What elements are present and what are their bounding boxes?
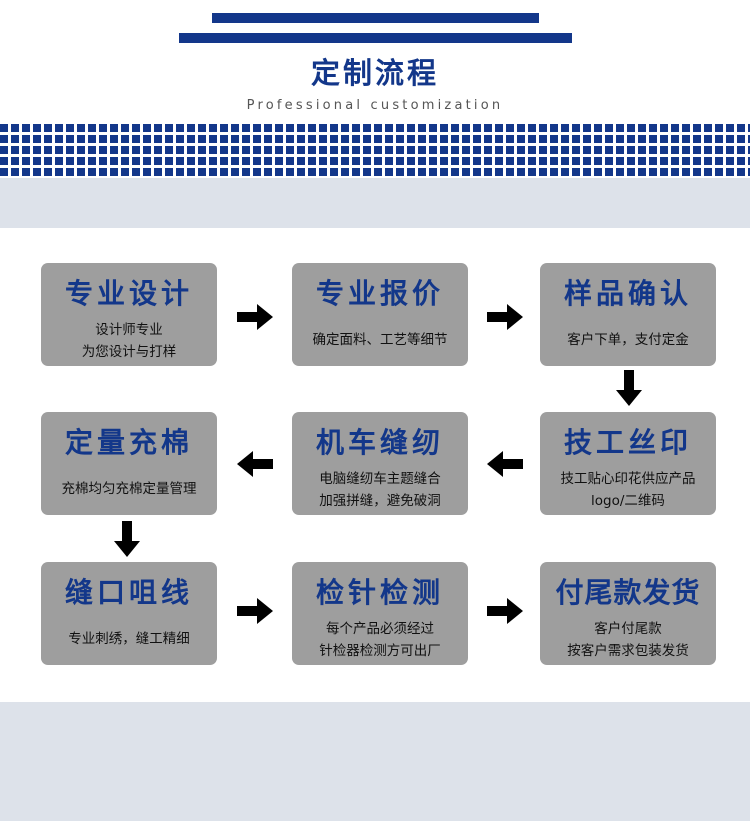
step-title: 专业报价 (315, 277, 444, 310)
step-card-filling: 定量充棉 充棉均匀充棉定量管理 (41, 412, 217, 515)
step-description: 每个产品必须经过 针检器检测方可出厂 (319, 621, 441, 659)
arrow-right-icon (237, 598, 273, 624)
step-description: 设计师专业 为您设计与打样 (81, 322, 177, 360)
step-card-shipping: 付尾款发货 客户付尾款 按客户需求包装发货 (540, 562, 716, 665)
arrow-left-icon (487, 451, 523, 477)
step-card-quote: 专业报价 确定面料、工艺等细节 (292, 263, 468, 366)
arrow-left-icon (237, 451, 273, 477)
step-title: 专业设计 (64, 277, 193, 310)
page-title: 定制流程 (310, 56, 439, 90)
step-title: 检针检测 (315, 576, 444, 609)
decorative-bar-top (212, 13, 539, 23)
step-description: 专业刺绣，缝工精细 (68, 631, 190, 647)
arrow-right-icon (237, 304, 273, 330)
step-card-sewing: 机车缝纫 电脑缝纫车主题缝合 加强拼缝，避免破洞 (292, 412, 468, 515)
top-band (0, 178, 750, 228)
step-description: 客户付尾款 按客户需求包装发货 (567, 621, 689, 659)
step-card-sample: 样品确认 客户下单，支付定金 (540, 263, 716, 366)
step-description: 充棉均匀充棉定量管理 (61, 481, 197, 497)
step-title: 缝口咀线 (64, 576, 193, 609)
arrow-down-icon (114, 521, 140, 557)
step-card-design: 专业设计 设计师专业 为您设计与打样 (41, 263, 217, 366)
step-description: 电脑缝纫车主题缝合 加强拼缝，避免破洞 (319, 471, 441, 509)
step-title: 样品确认 (563, 277, 692, 310)
arrow-right-icon (487, 598, 523, 624)
step-title: 技工丝印 (563, 426, 692, 459)
step-card-printing: 技工丝印 技工贴心印花供应产品 logo/二维码 (540, 412, 716, 515)
header: 定制流程 Professional customization (0, 0, 750, 178)
step-card-stitching: 缝口咀线 专业刺绣，缝工精细 (41, 562, 217, 665)
step-description: 客户下单，支付定金 (567, 332, 689, 348)
arrow-down-icon (616, 370, 642, 406)
decorative-bar-bottom (179, 33, 572, 43)
step-description: 技工贴心印花供应产品 logo/二维码 (560, 471, 696, 509)
step-description: 确定面料、工艺等细节 (312, 332, 448, 348)
step-title: 定量充棉 (64, 426, 193, 459)
arrow-right-icon (487, 304, 523, 330)
step-card-inspection: 检针检测 每个产品必须经过 针检器检测方可出厂 (292, 562, 468, 665)
page-subtitle: Professional customization (246, 98, 504, 113)
step-title: 付尾款发货 (555, 576, 701, 609)
step-title: 机车缝纫 (315, 426, 444, 459)
bottom-band (0, 702, 750, 821)
checker-pattern (0, 124, 750, 178)
